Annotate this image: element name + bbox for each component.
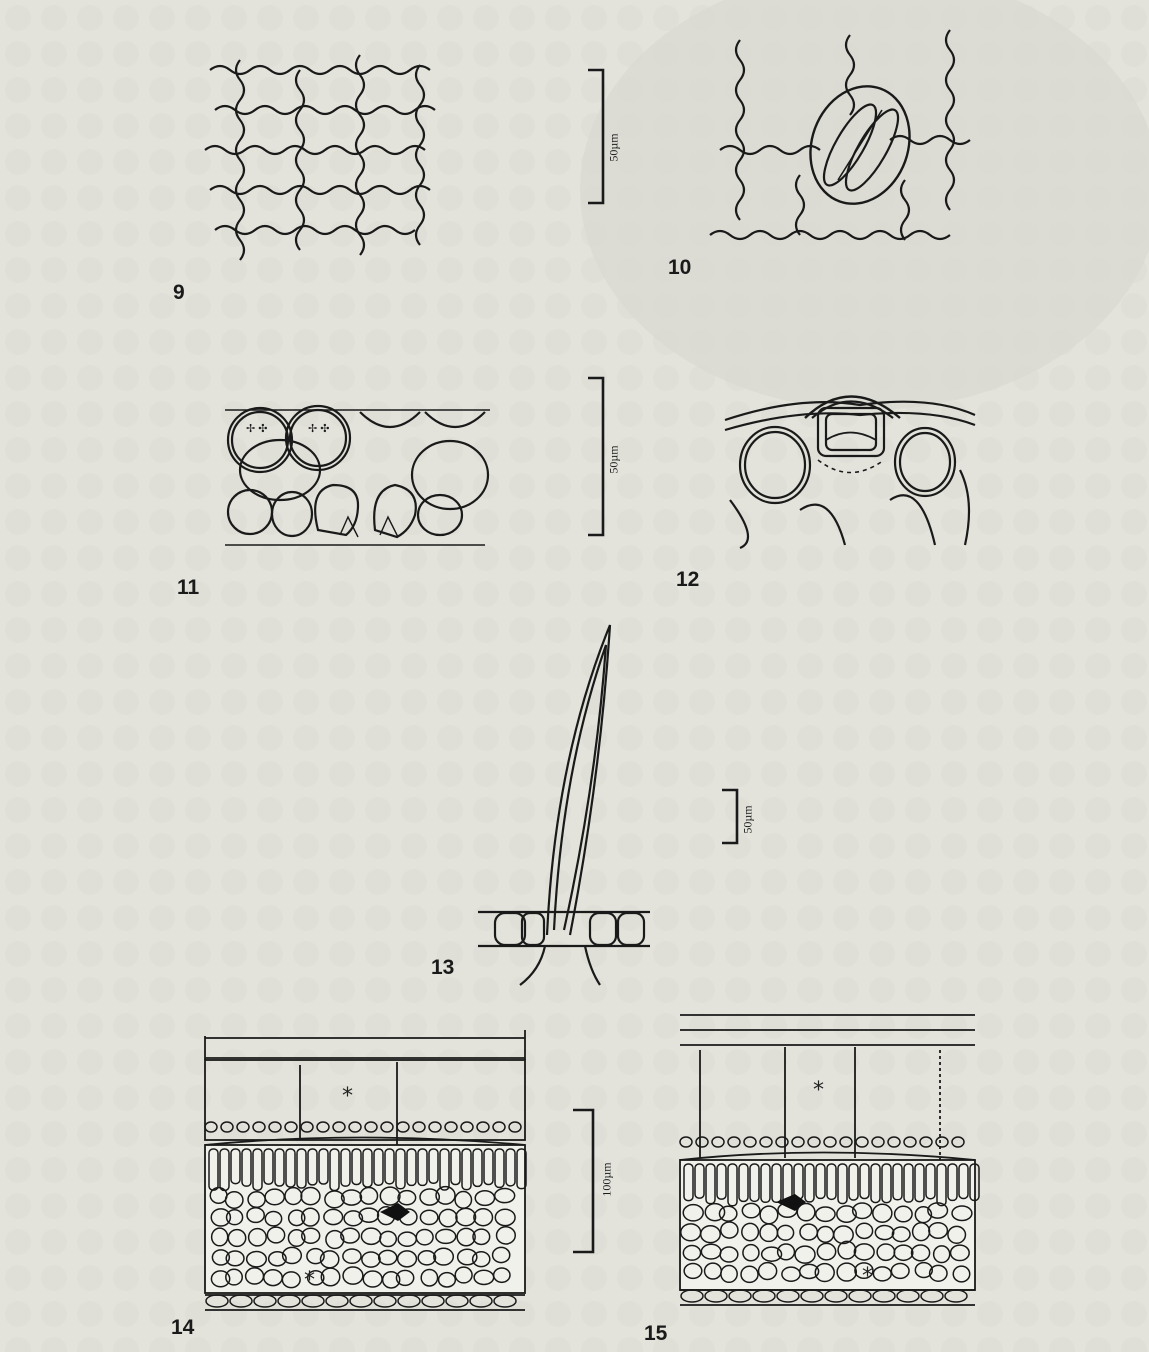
asterisk-marker-fig-14-lower: *	[304, 1270, 315, 1292]
asterisk-marker-fig-14-upper: *	[342, 1086, 353, 1108]
scale-label-figures-11-12: 50µm	[607, 445, 622, 473]
figure-number-12: 12	[676, 568, 699, 592]
asterisk-marker-fig-15-upper: *	[813, 1080, 824, 1102]
svg-text:✢ ✣: ✢ ✣	[308, 423, 330, 435]
figure-number-9: 9	[173, 281, 185, 305]
scale-label-figure-13: 50µm	[741, 805, 756, 833]
figure-number-13: 13	[431, 956, 454, 980]
asterisk-marker-fig-15-lower: *	[862, 1266, 873, 1288]
figure-number-14: 14	[171, 1316, 194, 1340]
svg-text:✢ ✣: ✢ ✣	[246, 423, 268, 435]
figure-number-10: 10	[668, 256, 691, 280]
figure-number-15: 15	[644, 1322, 667, 1346]
figure-number-11: 11	[177, 576, 199, 600]
scale-label-figures-14-15: 100µm	[600, 1162, 615, 1196]
scale-label-figures-9-10: 50µm	[607, 133, 622, 161]
